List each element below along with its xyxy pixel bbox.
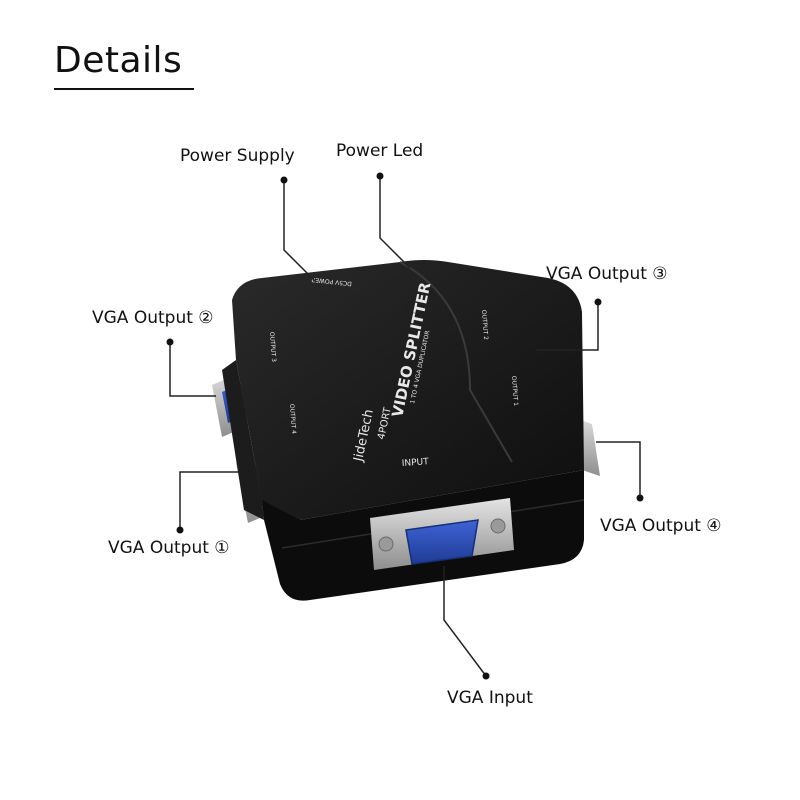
heading-underline <box>54 88 194 90</box>
device-power-label: DC5V POWER <box>311 276 352 287</box>
callout-vga-output-4: VGA Output ④ <box>600 516 722 536</box>
device-output-3-label: OUTPUT 3 <box>268 332 277 363</box>
device-output-1-label: OUTPUT 1 <box>510 376 519 407</box>
vga-input-connector <box>370 498 514 570</box>
callout-power-supply: Power Supply <box>180 146 295 166</box>
leader-lines <box>169 176 641 677</box>
leader-power-led <box>379 176 411 269</box>
leader-vga-output-2 <box>169 342 216 397</box>
device-input-label: INPUT <box>402 457 430 469</box>
leader-vga-output-1 <box>179 471 238 530</box>
leader-vga-input <box>443 566 487 677</box>
leader-vga-output-3 <box>536 302 599 351</box>
leader-dots <box>166 172 644 680</box>
device-output-2-label: OUTPUT 2 <box>480 310 489 341</box>
device-output-4-label: OUTPUT 4 <box>288 404 297 435</box>
leader-vga-output-4 <box>596 441 641 498</box>
leader-power-supply <box>283 180 317 283</box>
callout-power-led: Power Led <box>336 141 424 161</box>
callout-vga-output-3: VGA Output ③ <box>546 264 668 284</box>
callout-vga-output-1: VGA Output ① <box>108 538 230 558</box>
details-heading: Details <box>54 40 183 81</box>
callout-vga-output-2: VGA Output ② <box>92 308 214 328</box>
callout-vga-input: VGA Input <box>447 688 533 708</box>
